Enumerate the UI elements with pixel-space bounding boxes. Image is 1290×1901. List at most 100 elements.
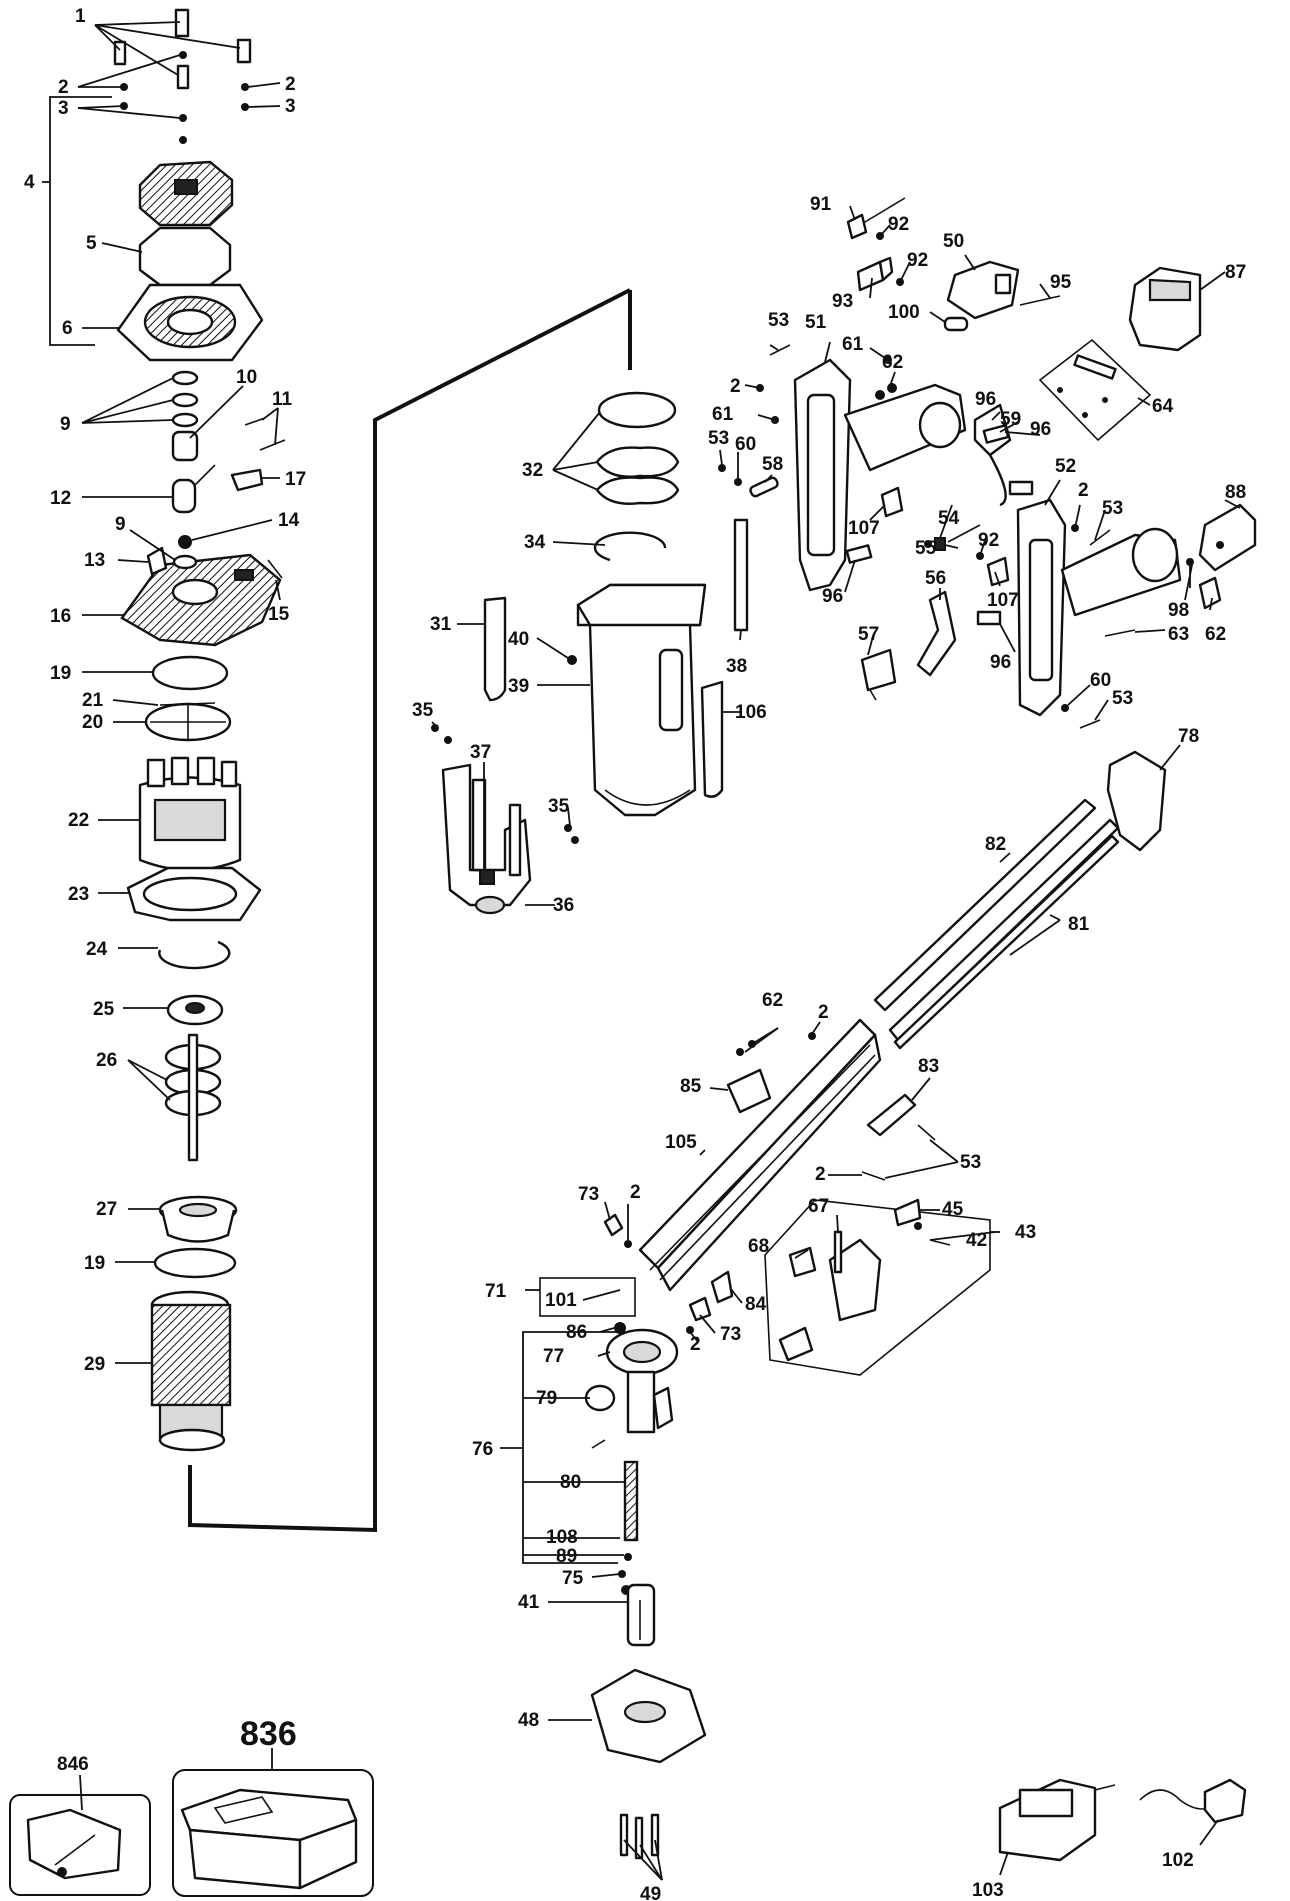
callout-10: 10 [236,367,257,388]
switch-50 [946,260,1020,320]
nut-53b [718,464,726,472]
callout-83: 83 [918,1056,939,1077]
callout-4: 4 [24,172,35,193]
callout-53: 53 [708,428,729,449]
callout-2: 2 [690,1334,701,1355]
callout-103: 103 [972,1880,1004,1901]
retaining-ring-34 [593,531,667,562]
washer-108 [624,1553,632,1561]
screws-and-washers-top [113,8,252,144]
motor-cover [116,283,264,362]
callout-87: 87 [1225,262,1246,283]
handle-half-51 [793,358,967,592]
screw-63 [1104,629,1136,637]
latch-85 [726,1068,772,1114]
callout-1: 1 [75,6,86,27]
charger-103 [998,1778,1116,1862]
callout-73: 73 [720,1324,741,1345]
screw-53a [769,344,791,356]
callout-100: 100 [888,302,920,323]
callout-35: 35 [412,700,434,721]
bumper-27 [158,1195,238,1243]
callout-2: 2 [730,376,741,397]
screw-53f [861,1171,886,1181]
pin-76 [591,1439,606,1449]
washers-62 [875,383,897,400]
bracket-83 [866,1093,917,1137]
callout-15: 15 [268,604,290,625]
spring-80 [623,1460,639,1542]
callout-40: 40 [508,629,529,650]
callout-5: 5 [86,233,97,254]
callout-60: 60 [735,434,756,455]
callout-27: 27 [96,1199,117,1220]
callout-106: 106 [735,702,767,723]
washer-14 [178,535,192,549]
callout-89: 89 [556,1546,577,1567]
gasket-23 [126,866,262,922]
o-ring-19-top [151,655,229,691]
callout-45: 45 [942,1199,964,1220]
callout-63: 63 [1168,624,1189,645]
seal-32c [595,476,680,505]
callout-78: 78 [1178,726,1199,747]
callout-22: 22 [68,810,89,831]
callout-9: 9 [60,414,71,435]
callout-98: 98 [1168,600,1189,621]
callout-21: 21 [82,690,104,711]
callout-32: 32 [522,460,543,481]
callout-29: 29 [84,1354,105,1375]
callout-75: 75 [562,1568,584,1589]
switch-57 [860,648,897,701]
callout-68: 68 [748,1236,769,1257]
screw-53e [917,1124,936,1141]
no-mar-tip-48 [590,1668,707,1764]
callout-35: 35 [548,796,570,817]
callout-57: 57 [858,624,879,645]
callout-102: 102 [1162,1850,1194,1871]
nut-60a [734,478,742,486]
callout-76: 76 [472,1439,493,1460]
callout-31: 31 [430,614,452,635]
callout-62: 62 [762,990,783,1011]
fitting-13 [146,546,168,576]
callout-71: 71 [485,1281,507,1302]
callout-91: 91 [810,194,832,215]
valve-stem-12 [171,464,216,514]
callout-86: 86 [566,1322,587,1343]
callout-17: 17 [285,469,306,490]
washers-62-2c [736,1032,816,1056]
handle-half-52 [1016,498,1182,717]
leader-lines [42,21,1241,1881]
bumper-25 [166,994,224,1026]
callout-53: 53 [1112,688,1133,709]
callout-82: 82 [985,834,1006,855]
filter-pad [138,226,232,287]
callout-11: 11 [272,389,293,410]
end-cap-78 [1106,750,1167,852]
callout-77: 77 [543,1346,564,1367]
callout-12: 12 [50,488,71,509]
callout-26: 26 [96,1050,117,1071]
callout-54: 54 [938,508,960,529]
callout-3: 3 [58,98,69,119]
callout-42: 42 [966,1230,987,1251]
cylinder-29 [150,1290,232,1452]
accessory-box-836 [172,1769,374,1897]
callout-41: 41 [518,1592,540,1613]
callout-34: 34 [524,532,546,553]
lever-56 [916,590,957,677]
callout-105: 105 [665,1132,697,1153]
rail-81 [888,818,1120,1050]
callout-62: 62 [1205,624,1226,645]
callout-61: 61 [712,404,734,425]
pin-95 [1019,295,1061,306]
callout-836: 836 [240,1715,297,1753]
callout-107: 107 [987,590,1019,611]
callout-80: 80 [560,1472,581,1493]
callout-3: 3 [285,96,296,117]
callout-53: 53 [1102,498,1123,519]
stator-housing-22 [138,756,242,872]
callout-96: 96 [990,652,1011,673]
callout-64: 64 [1152,396,1174,417]
